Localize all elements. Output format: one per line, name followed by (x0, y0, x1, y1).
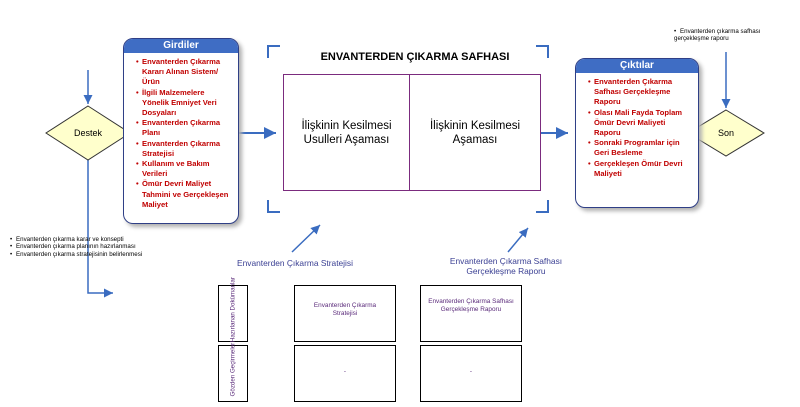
phase-stage-1: İlişkinin Kesilmesi Usulleri Aşaması (283, 74, 410, 191)
prepared-doc-strategy: Envanterden Çıkarma Stratejisi (313, 302, 377, 317)
left-notes: •Envanterden çıkarma karar ve konsepti •… (10, 236, 210, 258)
prepared-cell-report: Envanterden Çıkarma Safhası Gerçekleşme … (420, 285, 522, 342)
report-deliverable-label: Envanterden Çıkarma Safhası Gerçekleşme … (449, 256, 563, 276)
strategy-deliverable-label: Envanterden Çıkarma Stratejisi (237, 258, 353, 268)
review-cell-report: - (420, 345, 522, 402)
inputs-item: Envanterden Çıkarma Stratejisi (136, 139, 232, 159)
inputs-item: Ömür Devri Maliyet Tahmini ve Gerçekleşe… (136, 179, 232, 210)
outputs-item: Gerçekleşen Ömür Devri Maliyeti (588, 159, 692, 179)
inputs-item: Envanterden Çıkarma Kararı Alınan Sistem… (136, 57, 232, 88)
inputs-panel: Girdiler Envanterden Çıkarma Kararı Alın… (123, 38, 239, 224)
row-label-prepared: Hazırlanan Dokümanlar (229, 277, 237, 343)
phase-stage-2-label: İlişkinin Kesilmesi Aşaması (429, 119, 521, 146)
inputs-item: İlgili Malzemelere Yönelik Emniyet Veri … (136, 88, 232, 119)
top-right-note: •Envanterden çıkarma safhası gerçekleşme… (674, 28, 761, 43)
outputs-item: Envanterden Çıkarma Safhası Gerçekleşme … (588, 77, 692, 108)
outputs-item: Olası Mali Fayda Toplam Ömür Devri Maliy… (588, 108, 692, 139)
support-diamond-label: Destek (73, 128, 102, 138)
row-label-cell-reviews: Gözden Geçirmeler (218, 343, 248, 402)
outputs-list: Envanterden Çıkarma Safhası Gerçekleşme … (576, 73, 698, 179)
phase-title: ENVANTERDEN ÇIKARMA SAFHASI (320, 51, 510, 63)
review-report: - (469, 368, 473, 375)
left-note-item: •Envanterden çıkarma planının hazırlanma… (10, 243, 136, 251)
outputs-title: Çıktılar (576, 59, 698, 73)
outputs-panel: Çıktılar Envanterden Çıkarma Safhası Ger… (575, 58, 699, 208)
end-diamond-label: Son (717, 128, 734, 138)
phase-stage-2: İlişkinin Kesilmesi Aşaması (409, 74, 541, 191)
row-label-cell-prepared: Hazırlanan Dokümanlar (218, 277, 248, 342)
prepared-doc-report: Envanterden Çıkarma Safhası Gerçekleşme … (428, 298, 514, 313)
outputs-item: Sonraki Programlar için Geri Besleme (588, 138, 692, 158)
row-label-reviews: Gözden Geçirmeler (229, 342, 237, 397)
inputs-list: Envanterden Çıkarma Kararı Alınan Sistem… (124, 53, 238, 210)
review-cell-strategy: - (294, 345, 396, 402)
inputs-item: Envanterden Çıkarma Planı (136, 118, 232, 138)
review-strategy: - (343, 368, 347, 375)
left-note-item: •Envanterden çıkarma karar ve konsepti (10, 236, 124, 243)
inputs-title: Girdiler (124, 39, 238, 53)
phase-stage-1-label: İlişkinin Kesilmesi Usulleri Aşaması (301, 119, 392, 146)
inputs-item: Kullanım ve Bakım Verileri (136, 159, 232, 179)
prepared-cell-strategy: Envanterden Çıkarma Stratejisi (294, 285, 396, 342)
left-note-item: •Envanterden çıkarma stratejisinin belir… (10, 250, 143, 258)
